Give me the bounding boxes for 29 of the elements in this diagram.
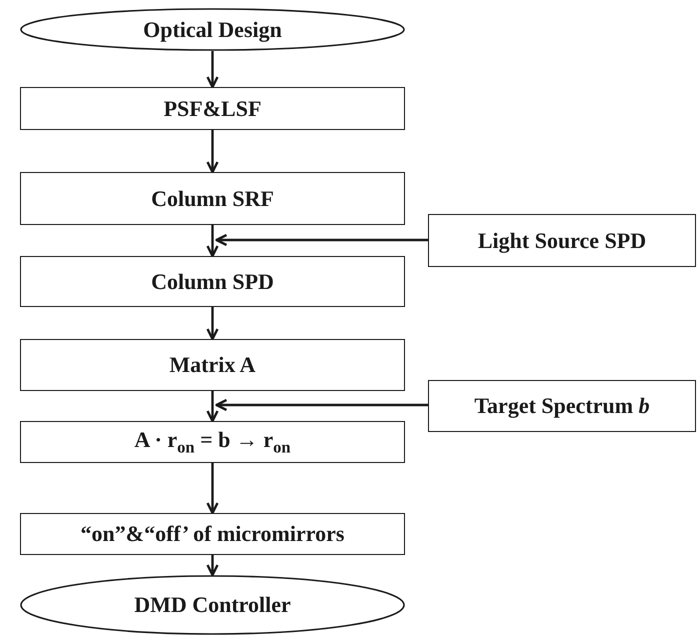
arrow	[206, 463, 219, 514]
node-label: A · r$_{on}$ = b → r$_{on}$	[134, 426, 291, 458]
process-box	[20, 421, 405, 463]
process-box	[428, 214, 696, 267]
node-label: Light Source SPD	[478, 228, 646, 254]
arrow	[215, 398, 428, 412]
arrow	[206, 307, 219, 340]
process-box	[20, 256, 405, 307]
node-label: PSF&LSF	[164, 96, 262, 122]
node-label: Column SRF	[151, 186, 274, 212]
node-label: Matrix A	[169, 352, 256, 378]
process-box	[20, 513, 405, 555]
process-box	[20, 87, 405, 130]
process-box	[20, 339, 405, 391]
node-label: Target Spectrum b	[474, 393, 650, 419]
node-label: “on”&“off’ of micromirrors	[80, 521, 344, 547]
node-label: Column SPD	[151, 268, 274, 294]
arrow	[206, 130, 219, 174]
process-box	[428, 380, 696, 432]
arrow	[215, 234, 428, 246]
arrow	[206, 51, 219, 88]
node-label: DMD Controller	[134, 592, 291, 618]
arrow	[206, 225, 219, 258]
process-box	[20, 172, 405, 225]
node-label: Optical Design	[143, 16, 282, 42]
terminal-ellipse	[20, 8, 405, 51]
arrow	[206, 555, 219, 576]
terminal-ellipse	[20, 575, 405, 635]
arrow	[206, 391, 219, 422]
